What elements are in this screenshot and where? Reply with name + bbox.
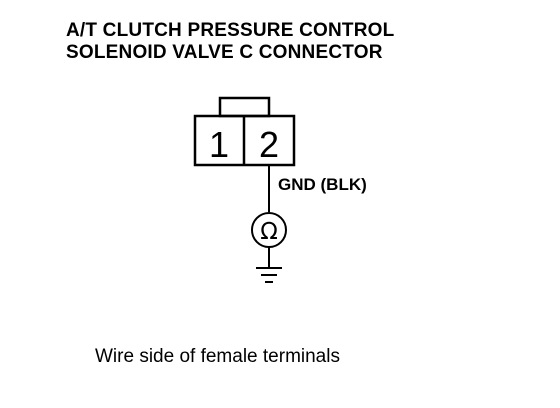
diagram-title-line-2: SOLENOID VALVE C CONNECTOR <box>66 42 383 63</box>
diagram-title: A/T CLUTCH PRESSURE CONTROL SOLENOID VAL… <box>66 20 394 64</box>
connector-locking-tab <box>218 96 271 118</box>
diagram-title-line-1: A/T CLUTCH PRESSURE CONTROL <box>66 20 395 41</box>
ohm-icon: Ω <box>260 219 278 245</box>
ground-icon <box>256 267 282 283</box>
terminal-1-label: 1 <box>209 124 229 165</box>
terminal-2-label: 2 <box>259 124 279 165</box>
connector <box>193 96 296 167</box>
view-caption: Wire side of female terminals <box>95 346 340 367</box>
ground-lead-label: GND (BLK) <box>278 175 367 194</box>
